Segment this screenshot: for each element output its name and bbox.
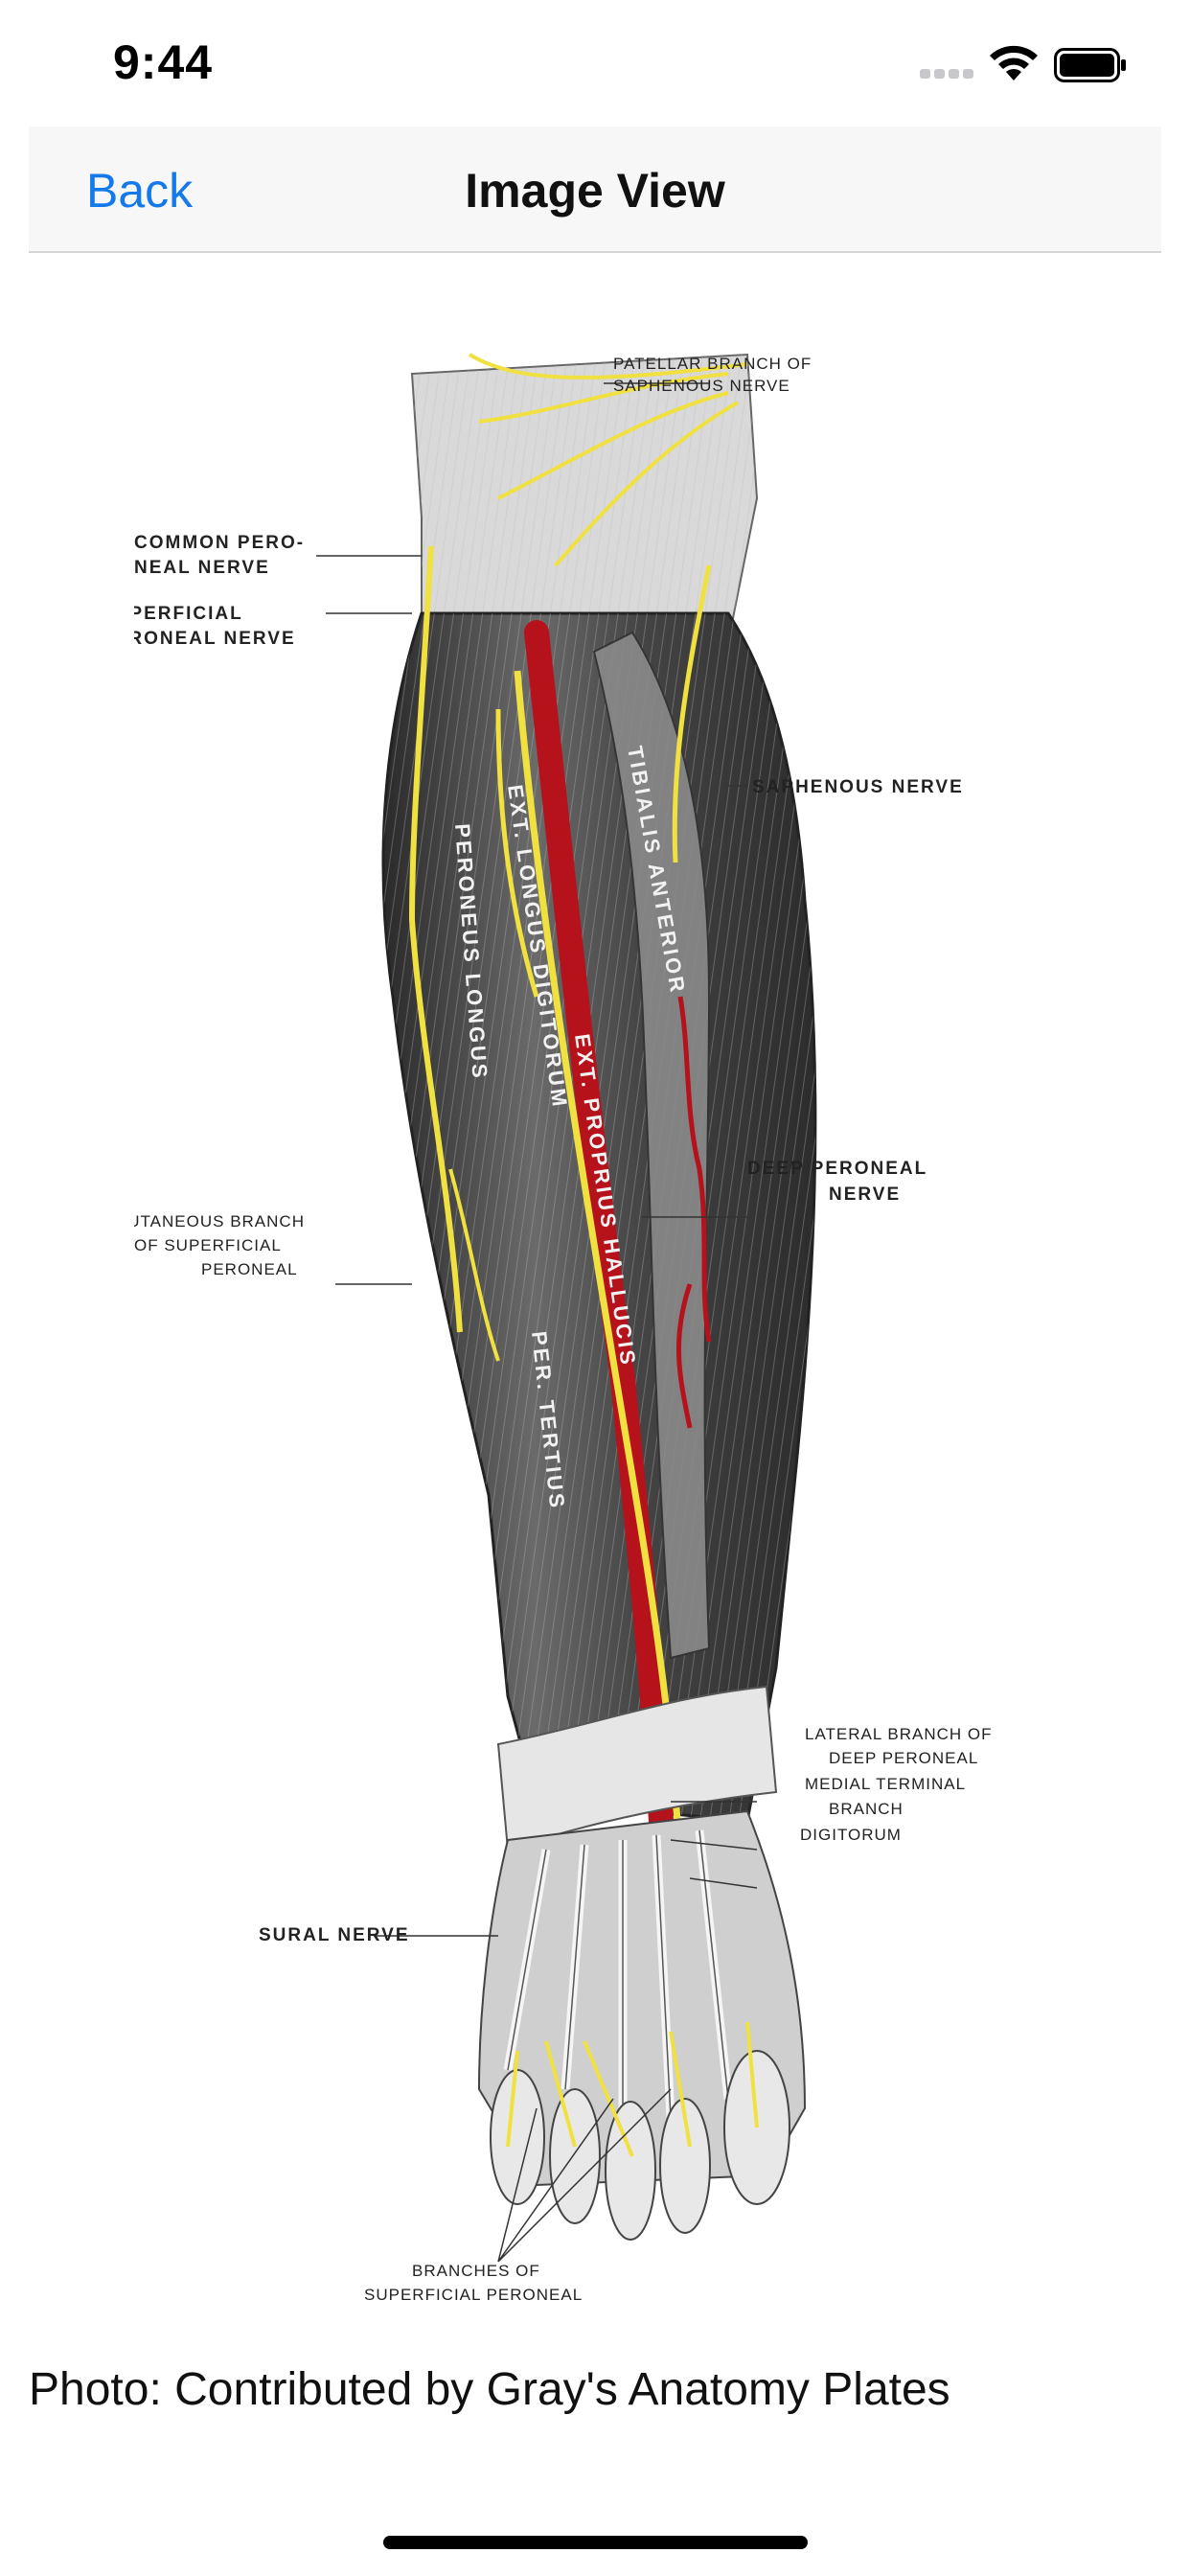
photo-caption: Photo: Contributed by Gray's Anatomy Pla… <box>29 2364 950 2415</box>
leg-nerves-illustration: EXT. LONGUS DIGITORUM PERONEUS LONGUS TI… <box>101 353 993 2304</box>
label-patellar-2: SAPHENOUS NERVE <box>613 377 790 395</box>
label-common-1: COMMON PERO- <box>134 533 305 553</box>
home-indicator[interactable] <box>383 2536 808 2549</box>
label-medial-1: MEDIAL TERMINAL <box>805 1775 966 1793</box>
status-bar: 9:44 <box>0 0 1190 126</box>
battery-icon <box>1054 48 1126 82</box>
label-sural: SURAL NERVE <box>259 1925 410 1945</box>
label-lateral-2: DEEP PERONEAL <box>829 1749 978 1767</box>
cellular-signal-icon <box>920 69 973 80</box>
back-button[interactable]: Back <box>86 164 194 218</box>
anatomy-image: EXT. LONGUS DIGITORUM PERONEUS LONGUS TI… <box>101 326 1054 2329</box>
label-cutaneous-3: PERONEAL <box>201 1260 298 1278</box>
label-superficial-1: SUPERFICIAL <box>134 604 243 624</box>
label-medial-2: BRANCH <box>829 1800 904 1818</box>
label-common-2: NEAL NERVE <box>134 558 270 578</box>
label-saphenous: SAPHENOUS NERVE <box>752 777 964 797</box>
label-patellar-1: PATELLAR BRANCH OF <box>613 355 812 373</box>
navigation-bar: Back Image View <box>29 126 1161 253</box>
label-cutaneous-1: CUTANEOUS BRANCH <box>134 1212 305 1230</box>
wifi-icon <box>990 45 1038 80</box>
label-lateral-1: LATERAL BRANCH OF <box>805 1725 993 1743</box>
label-cutaneous-2: OF SUPERFICIAL <box>134 1236 282 1254</box>
label-branches-1: BRANCHES OF <box>412 2262 540 2280</box>
status-time: 9:44 <box>113 35 214 89</box>
label-digitorum: DIGITORUM <box>800 1826 902 1844</box>
label-branches-2: SUPERFICIAL PERONEAL <box>364 2286 583 2304</box>
page-title: Image View <box>465 164 725 218</box>
label-deep-2: NERVE <box>829 1184 901 1205</box>
label-superficial-2: PERONEAL NERVE <box>134 629 296 649</box>
label-deep-1: DEEP PERONEAL <box>747 1159 927 1179</box>
